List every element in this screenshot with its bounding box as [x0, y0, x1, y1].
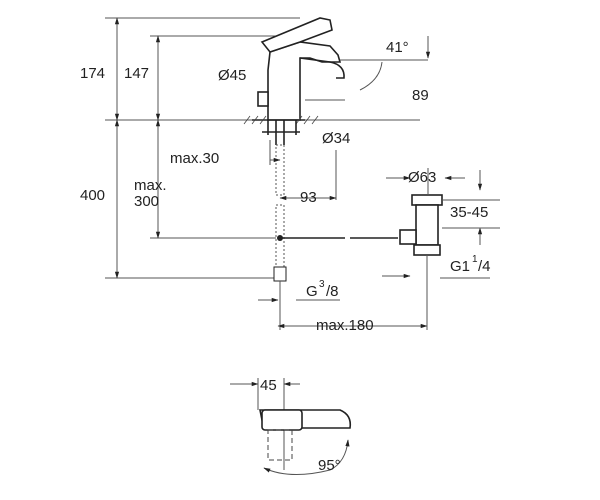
dim-35-45: 35-45 — [450, 204, 488, 221]
dim-45-top: 45 — [260, 377, 277, 394]
lift-rod — [277, 235, 398, 241]
dim-max300-line1: max. — [134, 177, 167, 194]
dim-g38-sup: 3 — [319, 279, 325, 290]
dim-g1-sub: /4 — [478, 258, 491, 275]
faucet-body — [243, 17, 345, 145]
dim-93: 93 — [300, 189, 317, 206]
dim-g1-base: G1 — [450, 258, 470, 275]
dim-d45: Ø45 — [218, 67, 246, 84]
dim-g3-8: G 3 /8 — [306, 279, 339, 300]
top-view — [230, 378, 352, 476]
dim-g38-sub: /8 — [326, 283, 339, 300]
dim-d34: Ø34 — [322, 130, 350, 147]
dim-g1-sup: 1 — [472, 254, 478, 265]
dim-89: 89 — [412, 87, 429, 104]
dim-174: 174 — [80, 65, 105, 82]
dim-147: 147 — [124, 65, 149, 82]
dim-max30: max.30 — [170, 150, 219, 167]
dim-400: 400 — [80, 187, 105, 204]
dim-max180: max.180 — [316, 317, 374, 334]
dim-max300-line2: 300 — [134, 193, 159, 210]
vertical-dimension-lines — [105, 17, 420, 279]
deck-hatch — [243, 115, 319, 125]
dim-g1-quarter: G1 1 /4 — [450, 254, 491, 275]
dim-angle95: 95° — [318, 457, 341, 474]
dim-angle41: 41° — [386, 39, 409, 56]
dim-d63: Ø63 — [408, 169, 436, 186]
horizontal-dimension-lines — [258, 36, 500, 330]
dim-g38-base: G — [306, 283, 318, 300]
